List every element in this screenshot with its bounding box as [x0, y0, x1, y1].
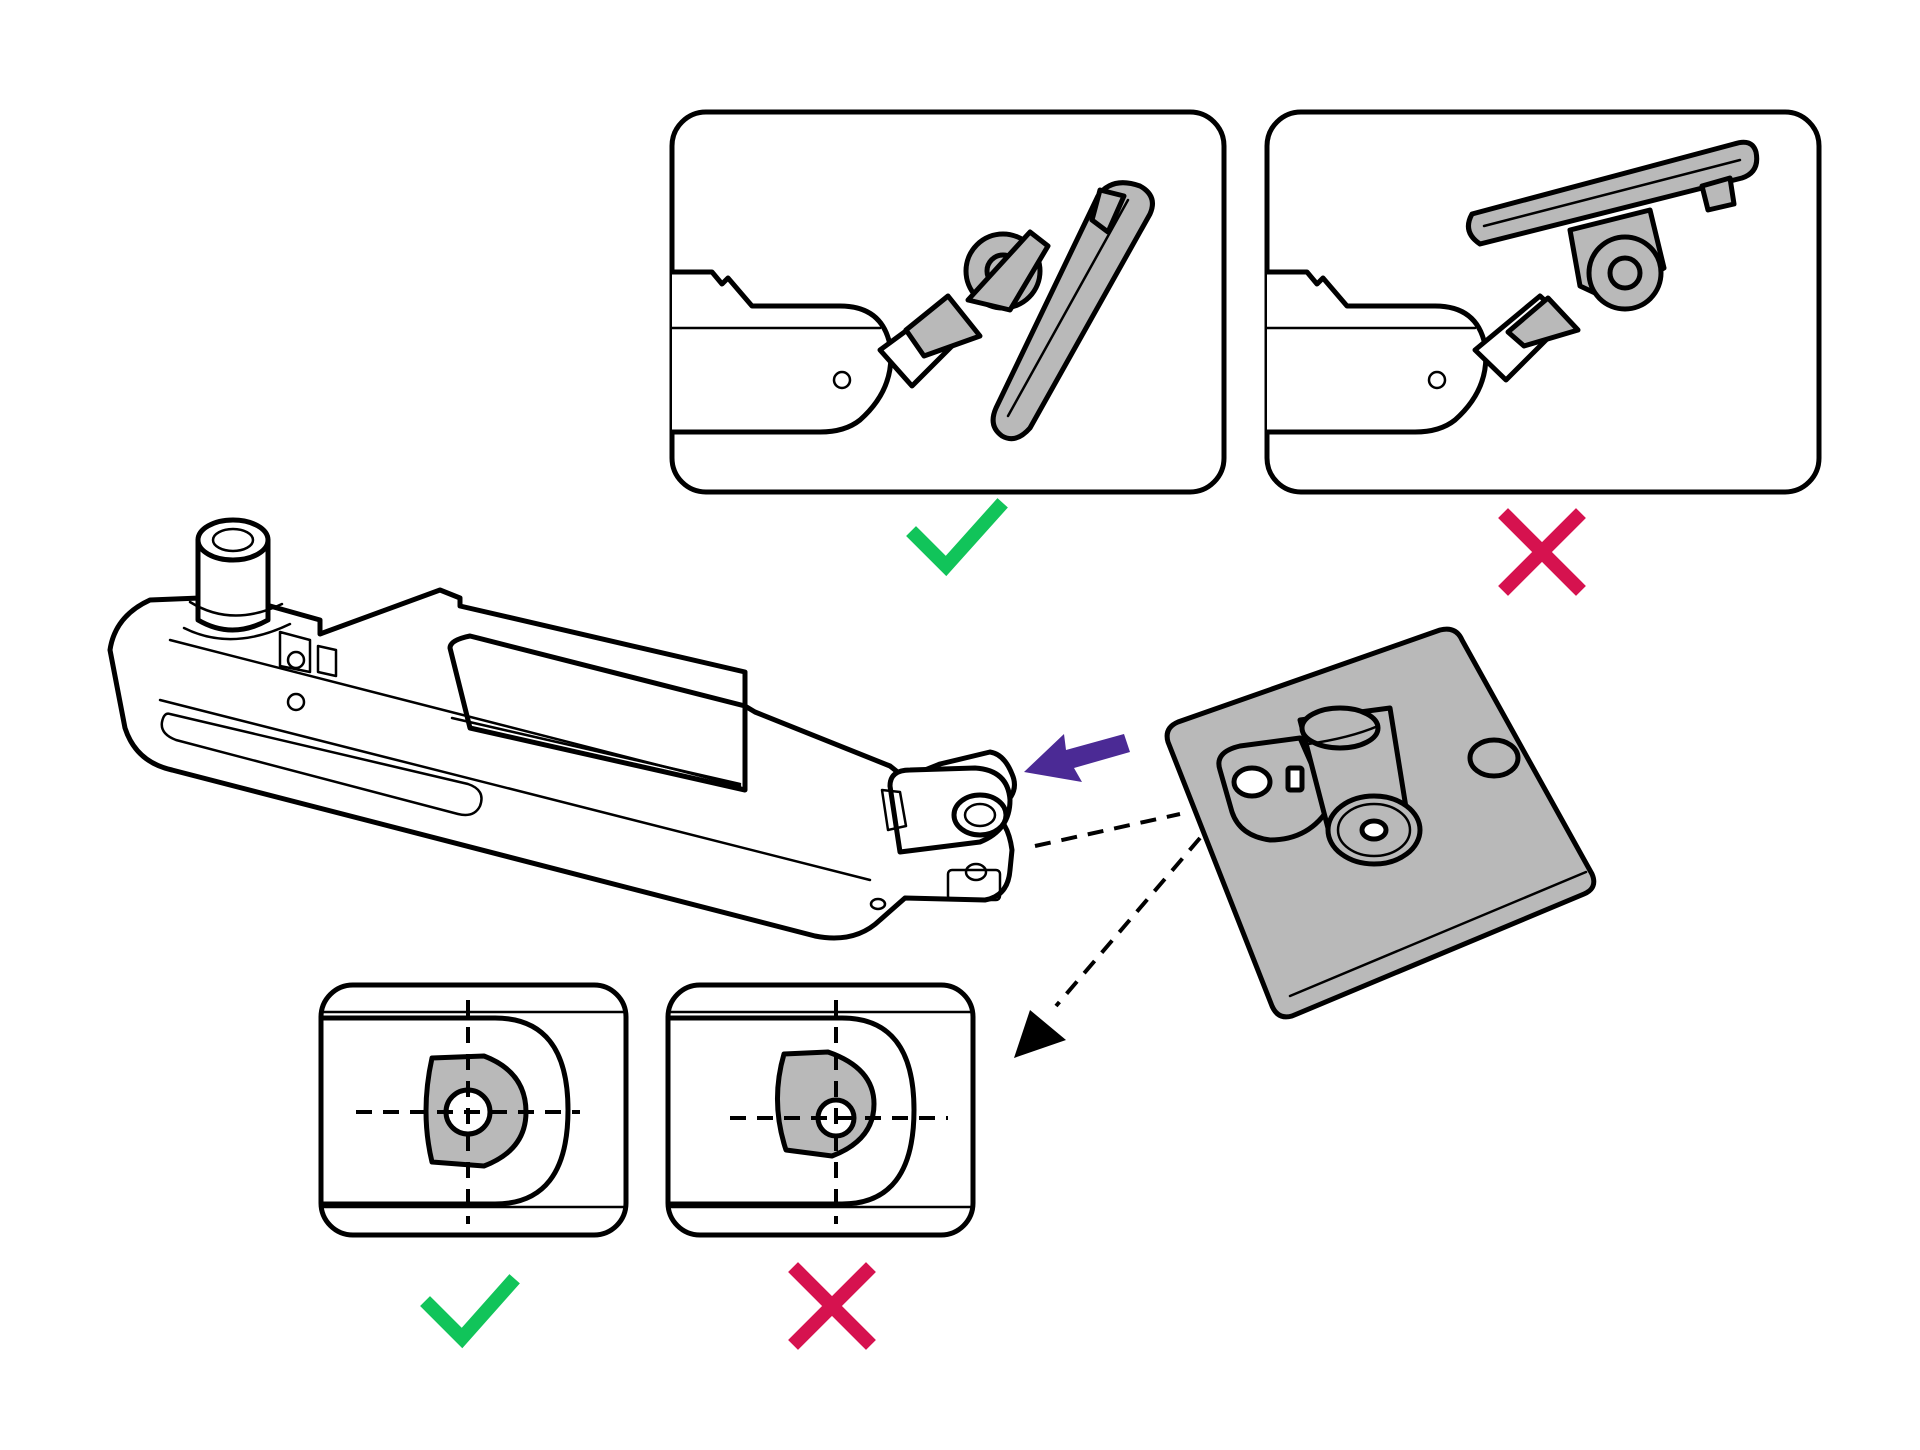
arrow-left-icon — [1024, 734, 1130, 782]
check-icon — [420, 1274, 520, 1349]
arm-joint-detail — [1267, 139, 1760, 435]
arm-joint-detail — [672, 180, 1155, 442]
check-icon — [906, 498, 1008, 577]
panel-align-correct — [318, 982, 629, 1238]
panel-align-incorrect — [665, 982, 976, 1238]
panel-angle-correct — [669, 109, 1227, 495]
panel-angle-incorrect — [1264, 109, 1822, 495]
dashed-arrow-icon — [1014, 812, 1202, 1058]
cross-icon — [788, 1262, 876, 1350]
cross-icon — [1498, 508, 1586, 596]
vesa-plate — [1164, 626, 1597, 1020]
monitor-arm — [107, 517, 1017, 941]
